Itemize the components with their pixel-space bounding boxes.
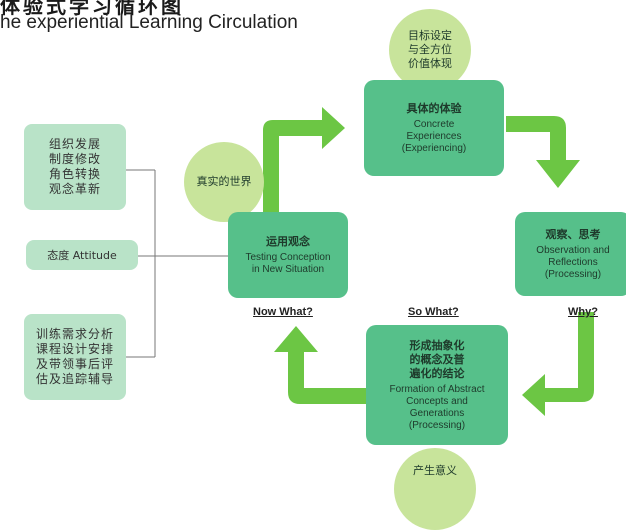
circle-real-world-text: 真实的世界 [196, 175, 252, 188]
connectors [126, 107, 594, 416]
arrow-concrete-to-observation [506, 116, 580, 188]
box-testing-en: Testing Conception in New Situation [245, 251, 331, 275]
arrow-observation-to-formation [522, 312, 594, 416]
box-observation-reflections: 观察、思考 Observation and Reflections (Proce… [515, 212, 626, 296]
left-box-attitude: 态度 Attitude [26, 240, 138, 270]
box-formation-en: Formation of Abstract Concepts and Gener… [389, 383, 485, 431]
label-so-what: So What? [408, 306, 459, 318]
label-why: Why? [568, 306, 598, 318]
left-box-attitude-text: 态度 Attitude [47, 249, 117, 262]
box-concrete-en: Concrete Experiences (Experiencing) [401, 118, 467, 154]
arrow-testing-to-concrete [263, 107, 345, 212]
box-concrete-cn: 具体的体验 [406, 101, 462, 115]
circle-goal-setting-text: 目标设定 与全方位 价值体现 [408, 29, 452, 70]
box-observation-cn: 观察、思考 [545, 227, 601, 241]
box-formation-abstract: 形成抽象化 的概念及普 遍化的结论 Formation of Abstract … [366, 325, 508, 445]
circle-real-world: 真实的世界 [184, 142, 264, 222]
box-concrete-experiences: 具体的体验 Concrete Experiences (Experiencing… [364, 80, 504, 176]
box-testing-cn: 运用观念 [266, 234, 310, 248]
diagram-title-cn: 体验式学习循环图 [0, 0, 184, 18]
circle-meaning-text: 产生意义 [413, 464, 457, 477]
left-box-training-text: 训练需求分析 课程设计安排 及带领事后评 估及追踪辅导 [35, 327, 114, 386]
diagram-title-en: he experiential Learning Circulation [0, 12, 298, 33]
cycle-arrows [263, 107, 594, 416]
circle-meaning: 产生意义 [394, 448, 476, 530]
bracket-lines [126, 169, 230, 358]
box-formation-cn: 形成抽象化 的概念及普 遍化的结论 [409, 338, 465, 380]
left-box-organization: 组织发展 制度修改 角色转换 观念革新 [24, 124, 126, 210]
box-testing-conception: 运用观念 Testing Conception in New Situation [228, 212, 348, 298]
arrow-formation-to-testing [274, 326, 366, 404]
left-box-training: 训练需求分析 课程设计安排 及带领事后评 估及追踪辅导 [24, 314, 126, 400]
circle-goal-setting: 目标设定 与全方位 价值体现 [389, 9, 471, 91]
label-now-what: Now What? [253, 306, 313, 318]
left-box-organization-text: 组织发展 制度修改 角色转换 观念革新 [48, 137, 101, 196]
box-observation-en: Observation and Reflections (Processing) [536, 244, 610, 280]
